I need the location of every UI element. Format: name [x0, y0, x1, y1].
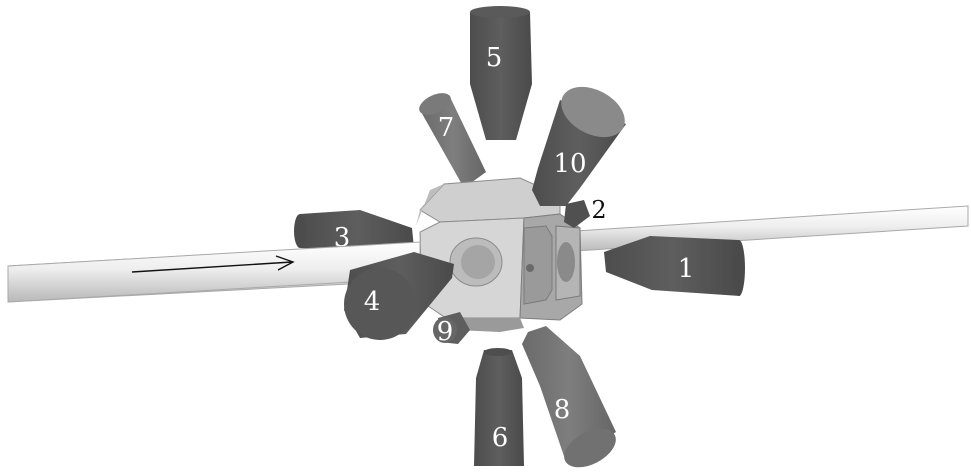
detector-label-8: 8: [554, 395, 571, 425]
detector-label-10: 10: [553, 149, 586, 179]
detector-label-2: 2: [591, 196, 606, 224]
detector-label-7: 7: [438, 113, 455, 143]
detector-10: 10: [532, 77, 633, 206]
detector-1: 1: [604, 236, 745, 296]
detector-2: 2: [564, 196, 607, 228]
detector-5: 5: [470, 6, 532, 140]
detector-label-6: 6: [492, 423, 509, 453]
detector-7: 7: [416, 89, 486, 188]
detector-label-9: 9: [437, 317, 454, 347]
detector-label-4: 4: [364, 287, 381, 317]
detector-8: 8: [522, 326, 622, 475]
detector-6: 6: [474, 348, 524, 466]
detector-label-1: 1: [678, 254, 695, 284]
detector-label-5: 5: [486, 43, 503, 73]
